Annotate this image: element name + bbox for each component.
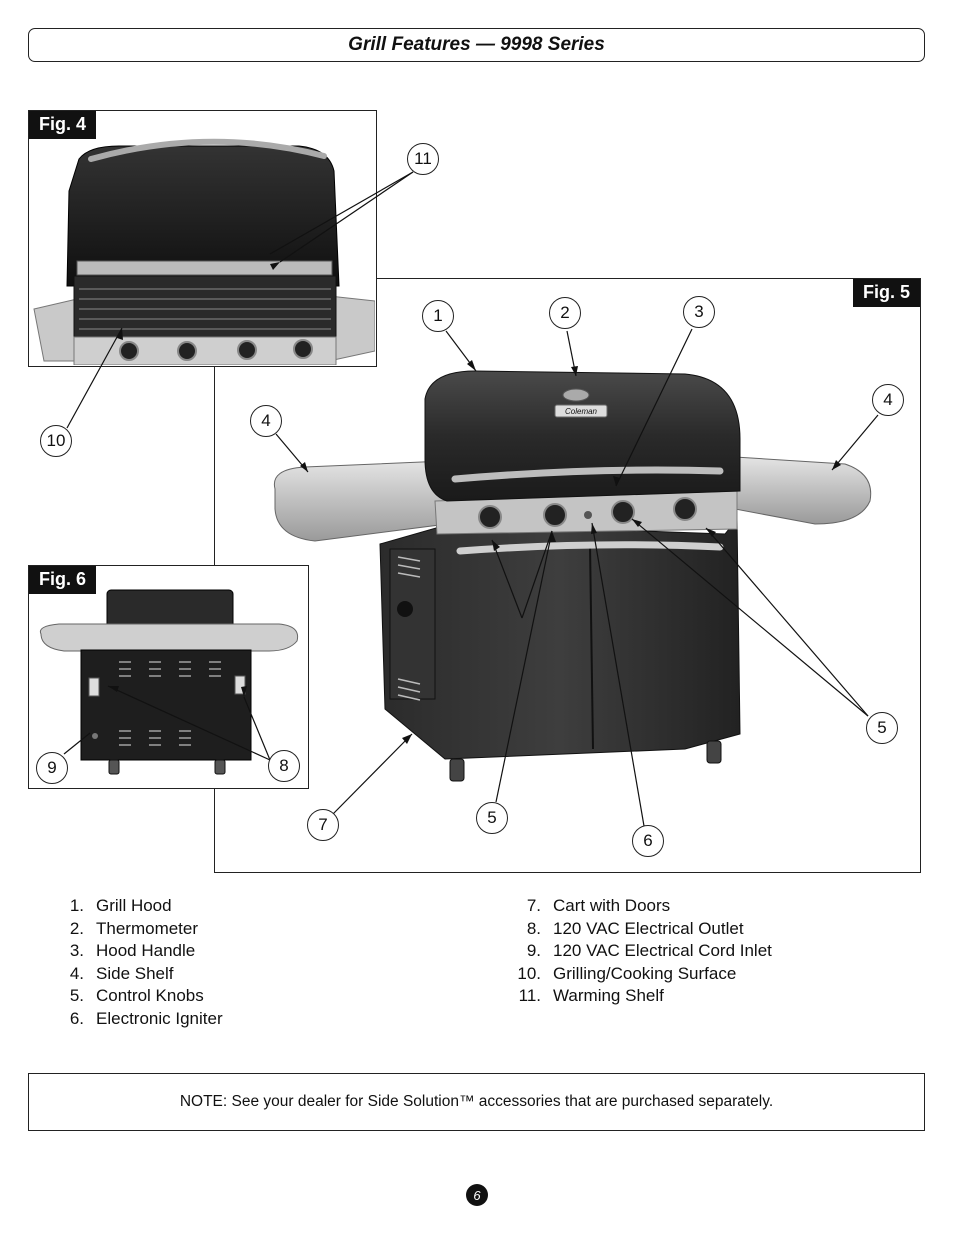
grill-front-photo: Coleman [273,370,872,782]
callout-5-bottom: 5 [476,802,508,834]
figure-4-label: Fig. 4 [29,111,97,139]
accessory-note-text: NOTE: See your dealer for Side Solution™… [179,1093,774,1110]
legend-item: 7.Cart with Doors [526,896,671,915]
grill-open-photo [33,138,375,365]
feature-legend-right: 7.Cart with Doors 8.120 VAC Electrical O… [509,895,772,1008]
figure-6: Fig. 6 [28,565,309,789]
figure-4: Fig. 4 [28,110,377,367]
legend-item: 8.120 VAC Electrical Outlet [526,918,744,938]
callout-2: 2 [549,297,581,329]
callout-11: 11 [407,143,439,175]
accessory-note: NOTE: See your dealer for Side Solution™… [28,1073,925,1131]
callout-3: 3 [683,296,715,328]
page-title-text: Grill Features — 9998 Series [348,34,605,55]
page-number: 6 [466,1184,488,1206]
legend-item: 9.120 VAC Electrical Cord Inlet [526,941,772,961]
legend-item: 11.Warming Shelf [518,986,664,1006]
grill-back-photo [39,589,299,775]
legend-item: 6.Electronic Igniter [69,1008,223,1028]
callout-7: 7 [307,809,339,841]
callout-8: 8 [268,750,300,782]
callout-4-right: 4 [872,384,904,416]
callout-9: 9 [36,752,68,784]
legend-item: 1.Grill Hood [69,896,172,915]
callout-1: 1 [422,300,454,332]
callout-10: 10 [40,425,72,457]
callout-6: 6 [632,825,664,857]
legend-item: 3.Hood Handle [69,941,196,961]
figure-5-label: Fig. 5 [852,279,920,307]
callout-5-right: 5 [866,712,898,744]
legend-item: 4.Side Shelf [69,963,174,983]
figure-5: Coleman Fig. 5 [214,278,921,873]
legend-item: 2.Thermometer [69,918,199,938]
brand-logo-text: Coleman [565,407,598,416]
legend-item: 10.Grilling/Cooking Surface [517,963,737,983]
legend-item: 5.Control Knobs [69,986,204,1006]
page-title: Grill Features — 9998 Series [28,28,925,62]
figure-6-label: Fig. 6 [29,566,97,594]
callout-4-left: 4 [250,405,282,437]
feature-legend-left: 1.Grill Hood 2.Thermometer 3.Hood Handle… [52,895,223,1031]
